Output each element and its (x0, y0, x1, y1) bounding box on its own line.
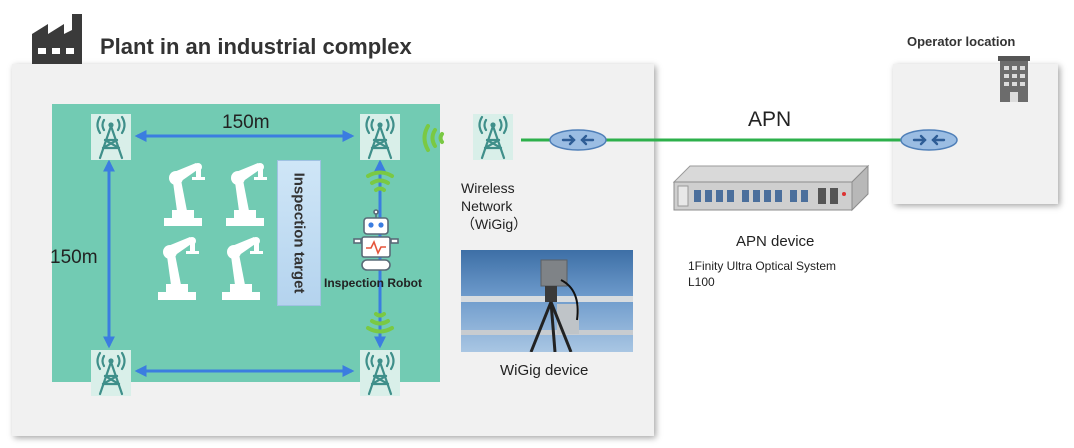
signal-wave-icon (362, 306, 398, 338)
signal-wave-icon (418, 120, 450, 156)
robot-icon (353, 209, 399, 271)
router-icon (899, 128, 959, 152)
inspection-target-label: Inspection target (290, 172, 308, 294)
robot-arm-icon (218, 234, 268, 304)
apn-device-icon (672, 164, 870, 212)
wireless-label-line2: Network (461, 198, 513, 214)
factory-icon (32, 14, 82, 64)
inspection-robot-label: Inspection Robot (324, 276, 422, 290)
apn-label: APN (748, 108, 792, 131)
apn-system-line2: L100 (688, 275, 715, 289)
signal-wave-icon (362, 166, 398, 198)
antenna-tower-icon (360, 114, 400, 160)
operator-title: Operator location (907, 34, 1016, 49)
robot-arm-icon (160, 160, 210, 230)
router-icon (548, 128, 608, 152)
building-icon (998, 56, 1030, 102)
apn-system-line1: 1Finity Ultra Optical System (688, 259, 837, 273)
width-dimension-label: 150m (222, 112, 270, 133)
apn-device-label: APN device (736, 233, 815, 250)
wireless-network-label: Wireless Network （WiGig） (461, 179, 527, 233)
antenna-tower-icon (91, 114, 131, 160)
wigig-device-photo (461, 250, 633, 352)
wireless-label-line1: Wireless (461, 180, 515, 196)
robot-arm-icon (222, 160, 272, 230)
inspection-target: Inspection target (277, 160, 321, 306)
wireless-network-tower-icon (473, 114, 513, 160)
antenna-tower-icon (91, 350, 131, 396)
wireless-label-line3: （WiGig） (461, 216, 528, 232)
antenna-tower-icon (360, 350, 400, 396)
wigig-device-label: WiGig device (500, 362, 589, 379)
plant-title: Plant in an industrial complex (100, 34, 412, 59)
apn-system-label: 1Finity Ultra Optical System L100 (688, 258, 836, 290)
height-dimension-label: 150m (50, 247, 98, 268)
robot-arm-icon (154, 234, 204, 304)
